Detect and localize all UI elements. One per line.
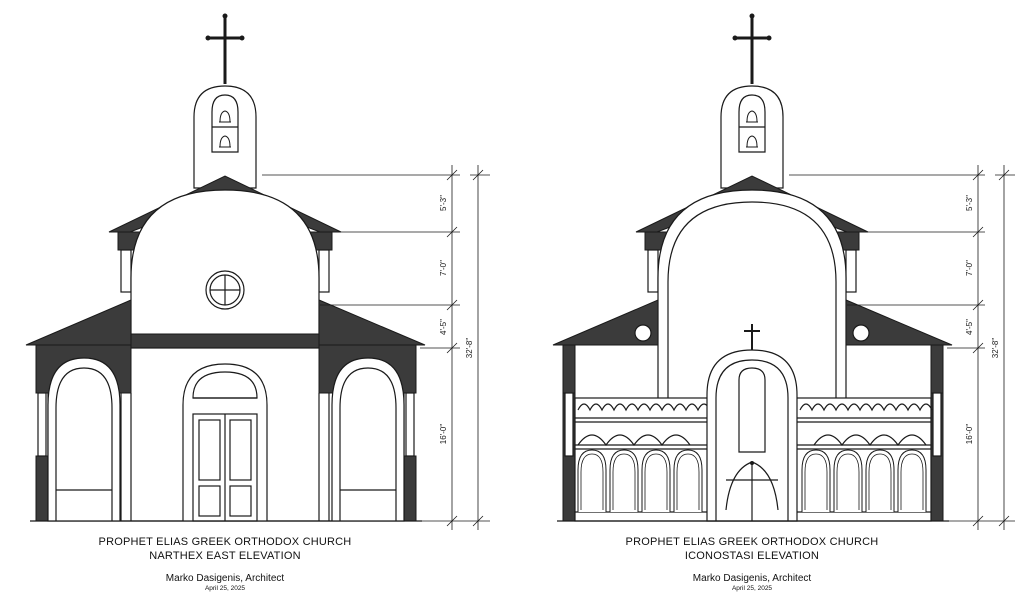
elevation-name: ICONOSTASI ELEVATION xyxy=(684,550,820,562)
iconostasi-dimensions: 5'-3" 7'-0" 4'-5" 16'-0" 32'-8" xyxy=(789,165,1015,530)
iconostasi-elevation xyxy=(552,12,953,522)
architect-name: Marko Dasigenis, Architect xyxy=(692,573,812,584)
drawing-date: April 25, 2025 xyxy=(204,585,246,592)
narthex-dimensions: 5'-3" 7'-0" 4'-5" 16'-0" 32'-8" xyxy=(262,165,490,530)
dim-16-0: 16'-0" xyxy=(965,424,974,445)
narthex-title-block: PROPHET ELIAS GREEK ORTHODOX CHURCH NART… xyxy=(25,535,425,593)
narthex-elevation xyxy=(25,12,426,522)
arch-opening-right xyxy=(331,357,405,521)
elevation-name: NARTHEX EAST ELEVATION xyxy=(149,550,301,562)
small-cross-icon xyxy=(744,324,760,350)
church-name: PROPHET ELIAS GREEK ORTHODOX CHURCH xyxy=(98,536,352,548)
vault-section xyxy=(657,189,847,401)
dim-7-0: 7'-0" xyxy=(965,260,974,276)
dim-16-0: 16'-0" xyxy=(439,424,448,445)
drawing-date: April 25, 2025 xyxy=(731,585,773,592)
cross-icon xyxy=(731,12,773,86)
dim-4-5: 4'-5" xyxy=(965,319,974,335)
church-name: PROPHET ELIAS GREEK ORTHODOX CHURCH xyxy=(625,536,879,548)
oculus-right xyxy=(852,324,870,342)
architect-name: Marko Dasigenis, Architect xyxy=(165,573,285,584)
oculus-left xyxy=(634,324,652,342)
dim-5-3: 5'-3" xyxy=(965,195,974,211)
arch-opening-left xyxy=(47,357,121,521)
dim-5-3: 5'-3" xyxy=(439,195,448,211)
dim-4-5: 4'-5" xyxy=(439,319,448,335)
cross-icon xyxy=(204,12,246,86)
dim-7-0: 7'-0" xyxy=(439,260,448,276)
dim-total: 32'-8" xyxy=(991,338,1000,359)
lower-roof-right xyxy=(318,299,426,346)
dome xyxy=(130,189,320,336)
lower-roof-left xyxy=(25,299,132,346)
iconostasi-title-block: PROPHET ELIAS GREEK ORTHODOX CHURCH ICON… xyxy=(552,535,952,593)
dim-total: 32'-8" xyxy=(465,338,474,359)
